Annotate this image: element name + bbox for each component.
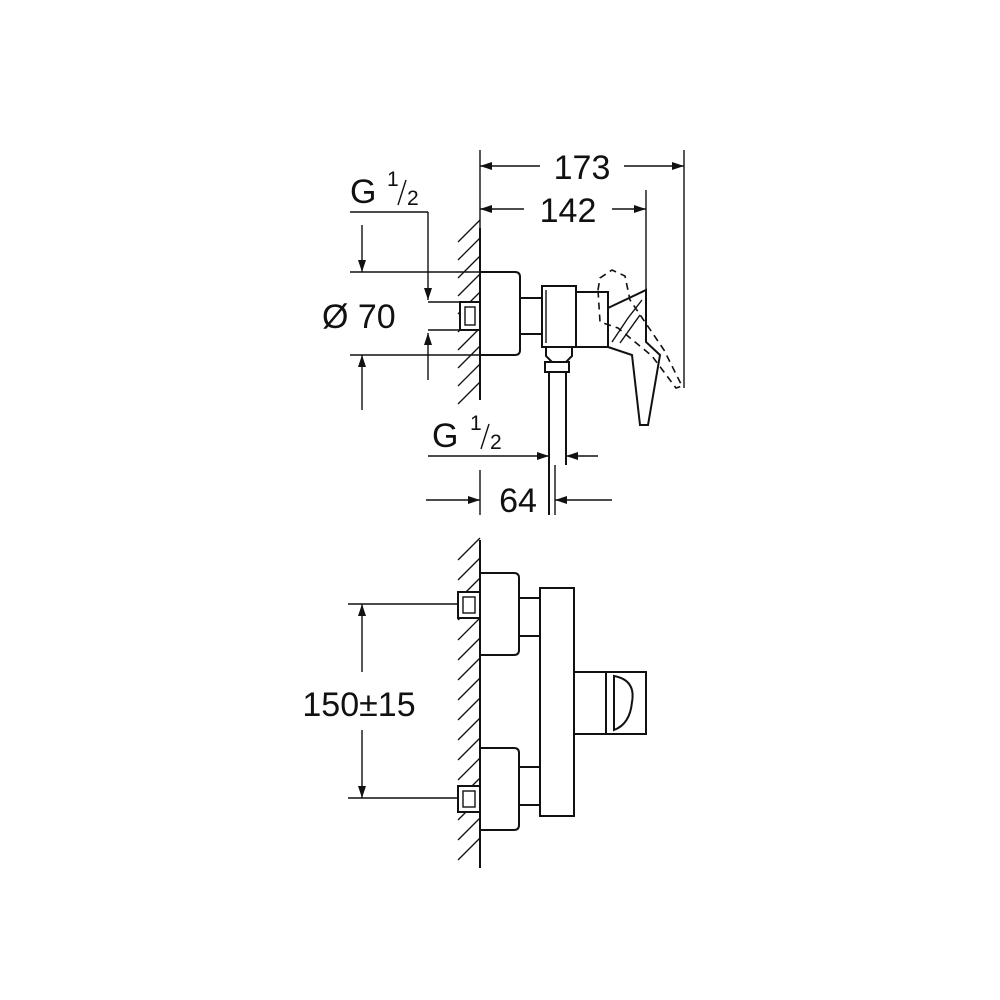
svg-text:1: 1 [470, 412, 482, 435]
mixer-body-front [539, 587, 575, 817]
inlet-fitting-top [459, 301, 481, 331]
escutcheon-top [479, 271, 521, 356]
lever-alt-position [597, 269, 684, 389]
handle-front [573, 671, 647, 735]
dim-outlet-offset: 64 [499, 482, 537, 520]
mixer-body-top [541, 285, 577, 348]
svg-text:G: G [432, 417, 458, 455]
top-view [350, 150, 685, 515]
outlet-nut [545, 346, 573, 363]
dim-inlet-spacing: 150±15 [302, 686, 415, 724]
escutcheon-lower [479, 747, 520, 831]
svg-text:2: 2 [490, 431, 502, 454]
lever-top [607, 288, 662, 426]
svg-text:G: G [350, 173, 376, 211]
dim-diameter: Ø 70 [322, 298, 396, 336]
escutcheon-upper [479, 572, 520, 656]
front-view [348, 537, 647, 868]
dim-overall-depth: 173 [554, 149, 611, 187]
thread-label-inlet: G 1 2 [350, 168, 419, 211]
dim-body-depth: 142 [540, 192, 597, 230]
inlet-fitting-lower [457, 785, 481, 813]
inlet-fitting-upper [457, 591, 481, 619]
svg-text:2: 2 [407, 187, 419, 210]
thread-label-outlet: G 1 2 [432, 412, 502, 455]
svg-text:1: 1 [387, 168, 399, 191]
